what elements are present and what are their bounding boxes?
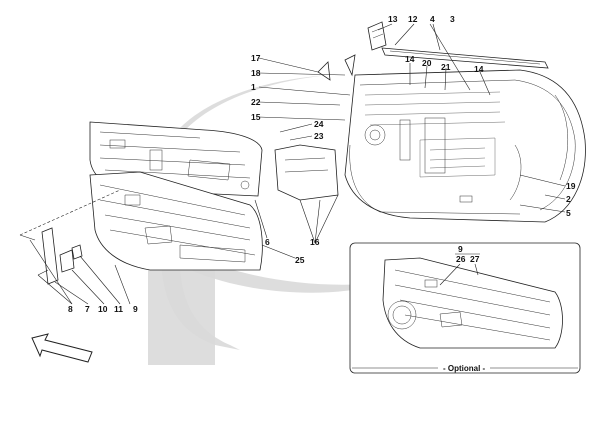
callout-19: 19 — [566, 181, 576, 191]
leader-lines — [19, 23, 566, 305]
callout-23: 23 — [314, 131, 324, 141]
callout-22: 22 — [251, 97, 261, 107]
opt-callout-9: 9 — [458, 244, 463, 254]
callout-18: 18 — [251, 68, 261, 78]
opt-callout-27: 27 — [470, 254, 480, 264]
callout-8: 8 — [68, 304, 73, 314]
callout-5: 5 — [566, 208, 571, 218]
callout-20: 20 — [422, 58, 432, 68]
callout-1: 1 — [251, 82, 256, 92]
door-trim-panel — [89, 171, 263, 271]
opt-callout-26: 26 — [456, 254, 466, 264]
callout-4: 4 — [430, 14, 435, 24]
callout-15: 15 — [251, 112, 261, 122]
handle-brackets — [19, 227, 83, 285]
direction-arrow-icon — [31, 333, 93, 363]
callouts: 1 2 3 4 5 6 7 8 9 10 11 12 13 14 14 15 1… — [68, 14, 576, 314]
callout-6: 6 — [265, 237, 270, 247]
insulation-sheet — [274, 144, 339, 201]
callout-7: 7 — [85, 304, 90, 314]
door-shell — [344, 69, 586, 223]
callout-25: 25 — [295, 255, 305, 265]
optional-box: - Optional - 9 26 27 — [349, 242, 581, 374]
callout-17: 17 — [251, 53, 261, 63]
callout-3: 3 — [450, 14, 455, 24]
callout-12: 12 — [408, 14, 418, 24]
callout-14b: 14 — [474, 64, 484, 74]
callout-13: 13 — [388, 14, 398, 24]
callout-24: 24 — [314, 119, 324, 129]
corner-trims — [317, 54, 356, 81]
callout-21: 21 — [441, 62, 451, 72]
optional-label: - Optional - — [443, 364, 486, 373]
window-seal-strip — [381, 47, 549, 69]
callout-2: 2 — [566, 194, 571, 204]
callout-16: 16 — [310, 237, 320, 247]
callout-9: 9 — [133, 304, 138, 314]
callout-10: 10 — [98, 304, 108, 314]
callout-14a: 14 — [405, 54, 415, 64]
mirror-bracket — [367, 21, 387, 51]
callout-11: 11 — [114, 304, 123, 314]
